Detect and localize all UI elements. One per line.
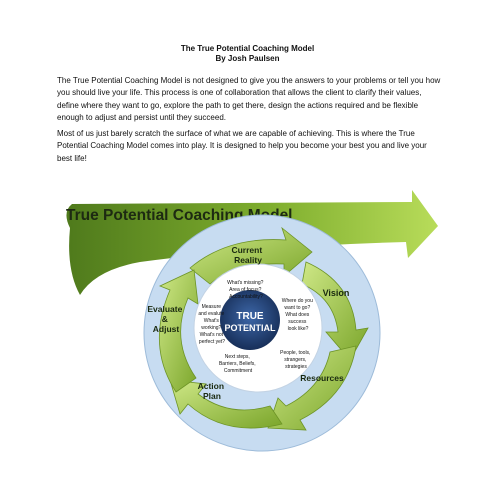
- stage-current-reality: Current Reality: [231, 245, 264, 265]
- center-label-potential: POTENTIAL: [225, 323, 277, 333]
- questions-resources: People, tools, strangers, strategies: [280, 350, 312, 370]
- arrow-resources: [267, 345, 357, 431]
- paragraph-purpose: Most of us just barely scratch the surfa…: [57, 129, 427, 163]
- cycle-arrows: [158, 226, 369, 431]
- stage-action-plan: Action Plan: [198, 381, 227, 401]
- arrow-action-plan: [169, 379, 283, 429]
- questions-vision: Where do you want to go? What does succe…: [282, 298, 315, 332]
- document-author: By Josh Paulsen: [215, 54, 280, 63]
- questions-action-plan: Next steps, Barriers, Beliefs, Commitmen…: [219, 354, 257, 374]
- questions-evaluate-adjust: Measure and evalute What's working? What…: [198, 304, 225, 345]
- stage-resources: Resources: [300, 373, 344, 383]
- center-label-true: TRUE: [236, 311, 264, 322]
- arrow-evaluate-adjust: [158, 269, 199, 393]
- stage-evaluate-adjust: Evaluate & Adjust: [147, 304, 184, 334]
- stage-vision: Vision: [323, 288, 350, 298]
- paragraph-intro: The True Potential Coaching Model is not…: [57, 76, 441, 123]
- center-circle: [220, 290, 280, 350]
- questions-current-reality: What's missing? Area of focus? Accountab…: [227, 280, 265, 300]
- document-title: The True Potential Coaching Model: [180, 44, 315, 53]
